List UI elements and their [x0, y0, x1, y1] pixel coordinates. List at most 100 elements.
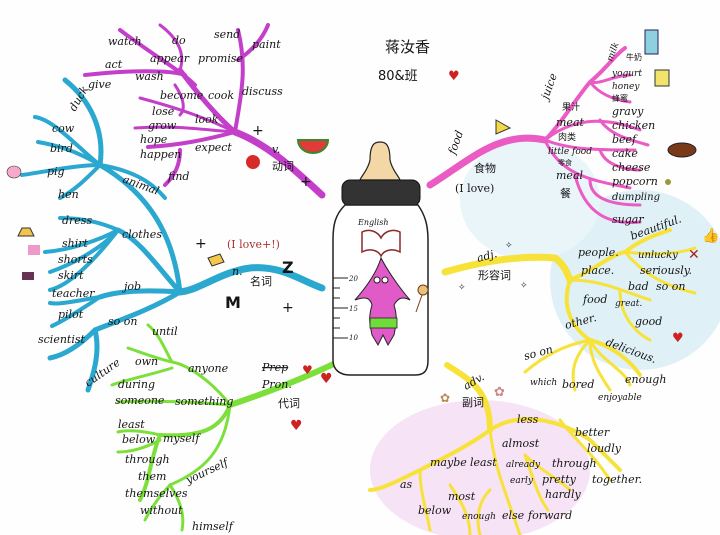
food-branches	[426, 46, 650, 224]
verb-label: promise	[198, 52, 244, 65]
noun-label: (I love+!)	[227, 238, 280, 251]
adv-label: least	[470, 456, 497, 469]
food-label: chicken	[612, 119, 655, 132]
blue-wash	[550, 190, 720, 370]
heart-icon: ♥	[672, 331, 684, 346]
pron-label: something	[175, 395, 233, 408]
bottle-label: 15	[349, 305, 358, 313]
pron-label: Pron.	[261, 378, 292, 391]
food-label: beef	[612, 133, 638, 146]
noun-label: hen	[58, 188, 79, 201]
verb-label: cook	[208, 89, 234, 102]
food-label: dumpling	[612, 192, 660, 203]
bottle-label: 20	[348, 275, 358, 283]
noun-label: teacher	[52, 287, 95, 300]
food-label: (I love)	[455, 182, 494, 195]
candy-icon	[207, 253, 225, 267]
food-label: 果汁	[562, 101, 580, 113]
noun-label: so on	[108, 315, 137, 328]
socks-icon	[22, 272, 34, 280]
adv-label: else	[502, 509, 525, 522]
food-label: 餐	[560, 186, 571, 200]
noun-label: shorts	[58, 253, 93, 266]
heart-icon: ♥	[290, 418, 303, 434]
verb-branches	[83, 23, 326, 199]
adj-label: 形容词	[478, 268, 511, 282]
adv-label: through	[552, 457, 597, 470]
cross-mark-icon: ✕	[688, 247, 700, 263]
noun-label: 名词	[250, 274, 272, 288]
adj-label: unlucky	[638, 250, 678, 261]
star-icon: ✧	[505, 241, 513, 251]
food-label: 零食	[558, 158, 572, 167]
noun-label: job	[121, 280, 141, 293]
plus-mark: +	[195, 236, 207, 252]
adv-label: most	[448, 490, 476, 503]
adj-label: enough	[625, 373, 666, 386]
adv-label: less	[517, 413, 539, 426]
pron-label: own	[135, 355, 158, 368]
verb-label: 动词	[272, 160, 294, 173]
verb-label: wash	[135, 70, 164, 83]
verb-label: watch	[108, 35, 142, 48]
pron-label: himself	[192, 520, 235, 533]
adj-label: bad	[628, 280, 649, 293]
pron-label: during	[118, 378, 155, 391]
adj-label: adj.	[475, 247, 498, 265]
adj-label: bored	[562, 378, 594, 391]
food-label: 肉类	[558, 131, 576, 143]
adj-label: good	[635, 315, 662, 328]
bottle-label: English	[357, 218, 389, 227]
food-label: 牛奶	[626, 52, 642, 62]
verb-label: expect	[195, 141, 232, 154]
adv-label: hardly	[545, 488, 581, 501]
adj-branches	[441, 228, 697, 392]
verb-label: grow	[148, 119, 177, 132]
pron-label: until	[152, 325, 178, 338]
pron-branches	[110, 323, 341, 532]
title-label: 80&班	[378, 69, 418, 84]
thumbs-up-icon: 👍	[702, 227, 719, 244]
pron-label: least	[118, 418, 145, 431]
measurement-ticks	[333, 277, 348, 339]
food-label: sugar	[612, 213, 644, 226]
title-label: 蒋汝香	[385, 38, 430, 56]
noun-label: cow	[52, 122, 75, 135]
verb-label: find	[167, 170, 189, 183]
adj-label: food	[582, 293, 607, 306]
food-label: gravy	[612, 105, 644, 118]
pron-label: them	[138, 470, 166, 483]
milk-carton-icon	[644, 29, 659, 55]
star-icon: ✧	[458, 283, 466, 293]
adv-label: below	[418, 504, 452, 517]
flower-icon: ✿	[440, 391, 450, 405]
verb-label: send	[214, 28, 240, 41]
pron-label: 代词	[278, 397, 300, 410]
bottle-label: 10	[349, 334, 358, 342]
adv-label: almost	[502, 437, 540, 450]
lollipop-icon	[417, 284, 429, 296]
yogurt-icon	[654, 69, 670, 87]
noun-label: Z	[282, 258, 294, 277]
popcorn-icon	[665, 179, 671, 185]
noun-label: pig	[47, 165, 65, 178]
noun-label: skirt	[58, 269, 84, 282]
dress-icon	[17, 227, 35, 237]
pron-label: anyone	[188, 362, 229, 375]
adv-label: forward	[527, 509, 572, 522]
verb-label: act	[105, 58, 123, 71]
adj-label: great.	[615, 299, 642, 309]
adj-label: so on	[656, 280, 685, 293]
food-label: meat	[556, 116, 584, 129]
pron-label: myself	[163, 432, 201, 445]
shirt-icon	[28, 245, 40, 255]
adv-label: already	[506, 460, 541, 470]
plus-mark: +	[252, 123, 264, 139]
heart-icon: ♥	[320, 371, 333, 387]
adj-label: enjoyable	[598, 393, 642, 403]
adj-label: which	[530, 378, 557, 388]
adv-branches	[368, 362, 622, 535]
verb-label: look	[195, 113, 219, 126]
